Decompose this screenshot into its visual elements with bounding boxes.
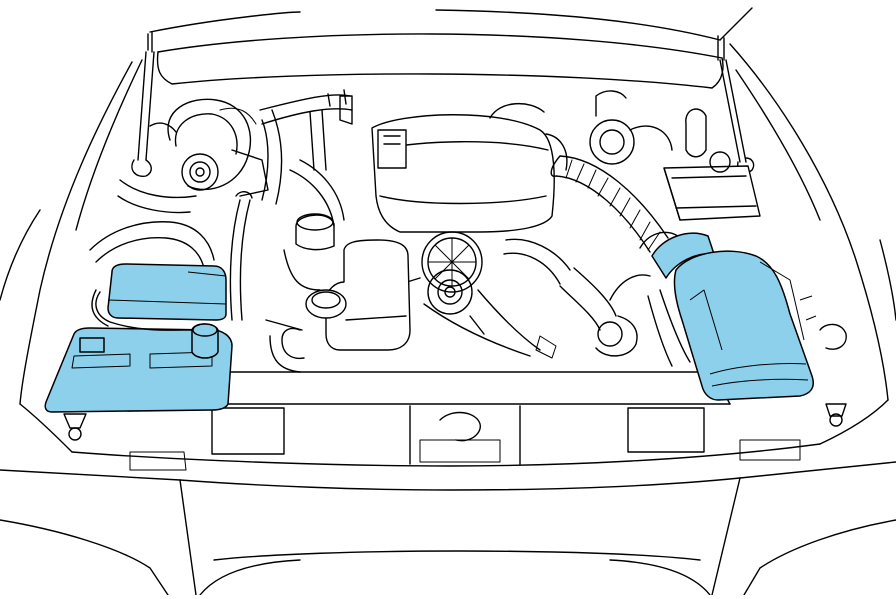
fender-right [729,43,896,401]
battery-cover [107,263,227,321]
battery [44,263,233,413]
coolant-reservoir [265,239,411,373]
air-filter-housing [651,232,847,401]
brake-booster [149,98,269,197]
intake-manifold [371,102,568,233]
air-filter-box [673,250,814,401]
brake-fluid-reservoir [283,213,335,291]
front-bumper [0,461,896,596]
fender-left [0,59,143,405]
fuse-box [663,165,761,221]
hood-strut-left [131,31,155,177]
power-steering-reservoir [589,90,731,173]
hoses-right [503,238,691,367]
air-filter-outlet [651,232,715,279]
hoses-left [89,89,353,321]
bolts [63,403,847,441]
hood [149,7,753,89]
